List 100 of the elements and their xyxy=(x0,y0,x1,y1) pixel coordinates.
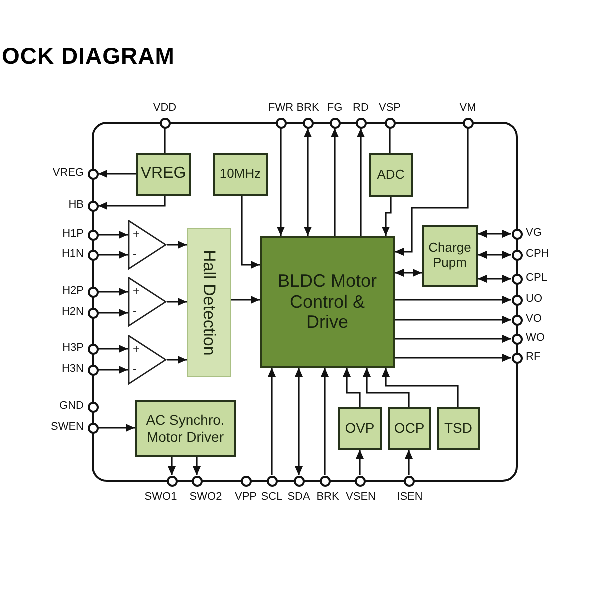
arrow xyxy=(98,196,166,210)
pin-terminal-icon xyxy=(160,118,170,128)
arrow xyxy=(98,251,128,259)
pin-terminal-icon xyxy=(512,334,522,344)
pin-terminal-icon xyxy=(330,118,340,128)
pin-terminal-icon xyxy=(88,286,98,298)
double-arrow xyxy=(395,269,422,277)
arrow xyxy=(168,457,176,476)
pin-label: BRK xyxy=(296,102,320,115)
comparator-symbol xyxy=(128,220,167,270)
arrow xyxy=(98,309,128,317)
arrow xyxy=(193,457,201,476)
comparator-symbol xyxy=(128,277,167,327)
pin-terminal-icon xyxy=(384,118,396,128)
arrow xyxy=(241,196,260,269)
pin-terminal-icon xyxy=(462,118,474,128)
arrow xyxy=(395,354,512,362)
pin-label: VO xyxy=(526,313,542,326)
pin-terminal-icon xyxy=(512,294,522,306)
pin-terminal-icon xyxy=(88,402,98,412)
arrow xyxy=(98,231,128,239)
arrow xyxy=(268,368,276,476)
plus-sign: + xyxy=(133,343,140,356)
arrow xyxy=(98,345,128,353)
pin-label: SWO2 xyxy=(190,491,222,504)
arrow xyxy=(98,424,135,432)
detection-block xyxy=(187,228,231,377)
pin-label: VG xyxy=(526,227,542,240)
comparator-symbol xyxy=(128,335,167,385)
pin-terminal-icon xyxy=(88,422,98,434)
pin-terminal-icon xyxy=(356,118,366,128)
arrow xyxy=(395,316,512,324)
pin-label: FG xyxy=(327,102,343,115)
double-arrow xyxy=(295,368,303,476)
arrow xyxy=(395,296,512,304)
arrow xyxy=(98,366,128,374)
pin-label: H3P xyxy=(62,342,84,355)
control-block xyxy=(260,236,395,368)
pin-label: H1N xyxy=(62,248,84,261)
pin-label: VREG xyxy=(52,167,84,180)
arrow xyxy=(167,298,187,306)
pin-terminal-icon xyxy=(512,274,522,284)
block-label: ADC xyxy=(377,168,405,182)
pin-label: H2P xyxy=(62,285,84,298)
arrow xyxy=(343,368,361,407)
pin-terminal-icon xyxy=(88,250,98,260)
double-arrow xyxy=(478,251,512,259)
arrow xyxy=(357,128,365,236)
pin-label: H1P xyxy=(62,228,84,241)
pin-terminal-icon xyxy=(240,476,252,486)
pin-label: SCL xyxy=(261,491,283,504)
connector-line xyxy=(164,128,166,153)
pin-label: WO xyxy=(526,332,545,345)
pin-terminal-icon xyxy=(512,314,522,326)
arrow xyxy=(167,241,187,249)
pin-terminal-icon xyxy=(88,344,98,354)
arrow xyxy=(382,197,392,236)
pin-terminal-icon xyxy=(88,364,98,376)
plus-sign: + xyxy=(133,228,140,241)
block-label: OCP xyxy=(394,420,425,437)
arrow xyxy=(98,288,128,296)
pin-terminal-icon xyxy=(266,476,278,486)
block-label: VREG xyxy=(140,165,186,184)
arrow xyxy=(382,368,459,407)
pin-label: BRK xyxy=(316,491,340,504)
pin-terminal-icon xyxy=(302,118,314,128)
arrow xyxy=(405,450,413,476)
block-label: 10MHz xyxy=(220,167,262,182)
pin-label: CPH xyxy=(526,248,550,261)
pin-label: H3N xyxy=(62,363,84,376)
arrow xyxy=(167,356,187,364)
function-block xyxy=(422,225,478,287)
double-arrow xyxy=(478,230,512,238)
block-label: OVP xyxy=(345,420,375,437)
pin-terminal-icon xyxy=(88,168,98,180)
pin-terminal-icon xyxy=(88,230,98,240)
pin-label: FWR xyxy=(268,102,294,115)
pin-terminal-icon xyxy=(192,476,202,486)
pin-label: VPP xyxy=(235,491,257,504)
block-label: Charge Pupm xyxy=(428,241,472,271)
minus-sign: - xyxy=(133,248,137,261)
double-arrow xyxy=(304,128,312,236)
pin-terminal-icon xyxy=(404,476,414,486)
pin-label: VSEN xyxy=(346,491,376,504)
arrow xyxy=(356,450,364,476)
pin-label: SWEN xyxy=(51,421,84,434)
pin-label: ISEN xyxy=(397,491,423,504)
function-block xyxy=(136,153,191,196)
plus-sign: + xyxy=(133,285,140,298)
function-block xyxy=(369,153,413,197)
function-block xyxy=(135,400,236,457)
pin-label: SDA xyxy=(288,491,310,504)
pin-label: VDD xyxy=(153,102,177,115)
pin-label: RD xyxy=(353,102,369,115)
function-block xyxy=(338,407,382,450)
function-block xyxy=(437,407,480,450)
double-arrow xyxy=(478,275,512,283)
pin-label: H2N xyxy=(62,306,84,319)
function-block xyxy=(213,153,268,196)
minus-sign: - xyxy=(133,363,137,376)
